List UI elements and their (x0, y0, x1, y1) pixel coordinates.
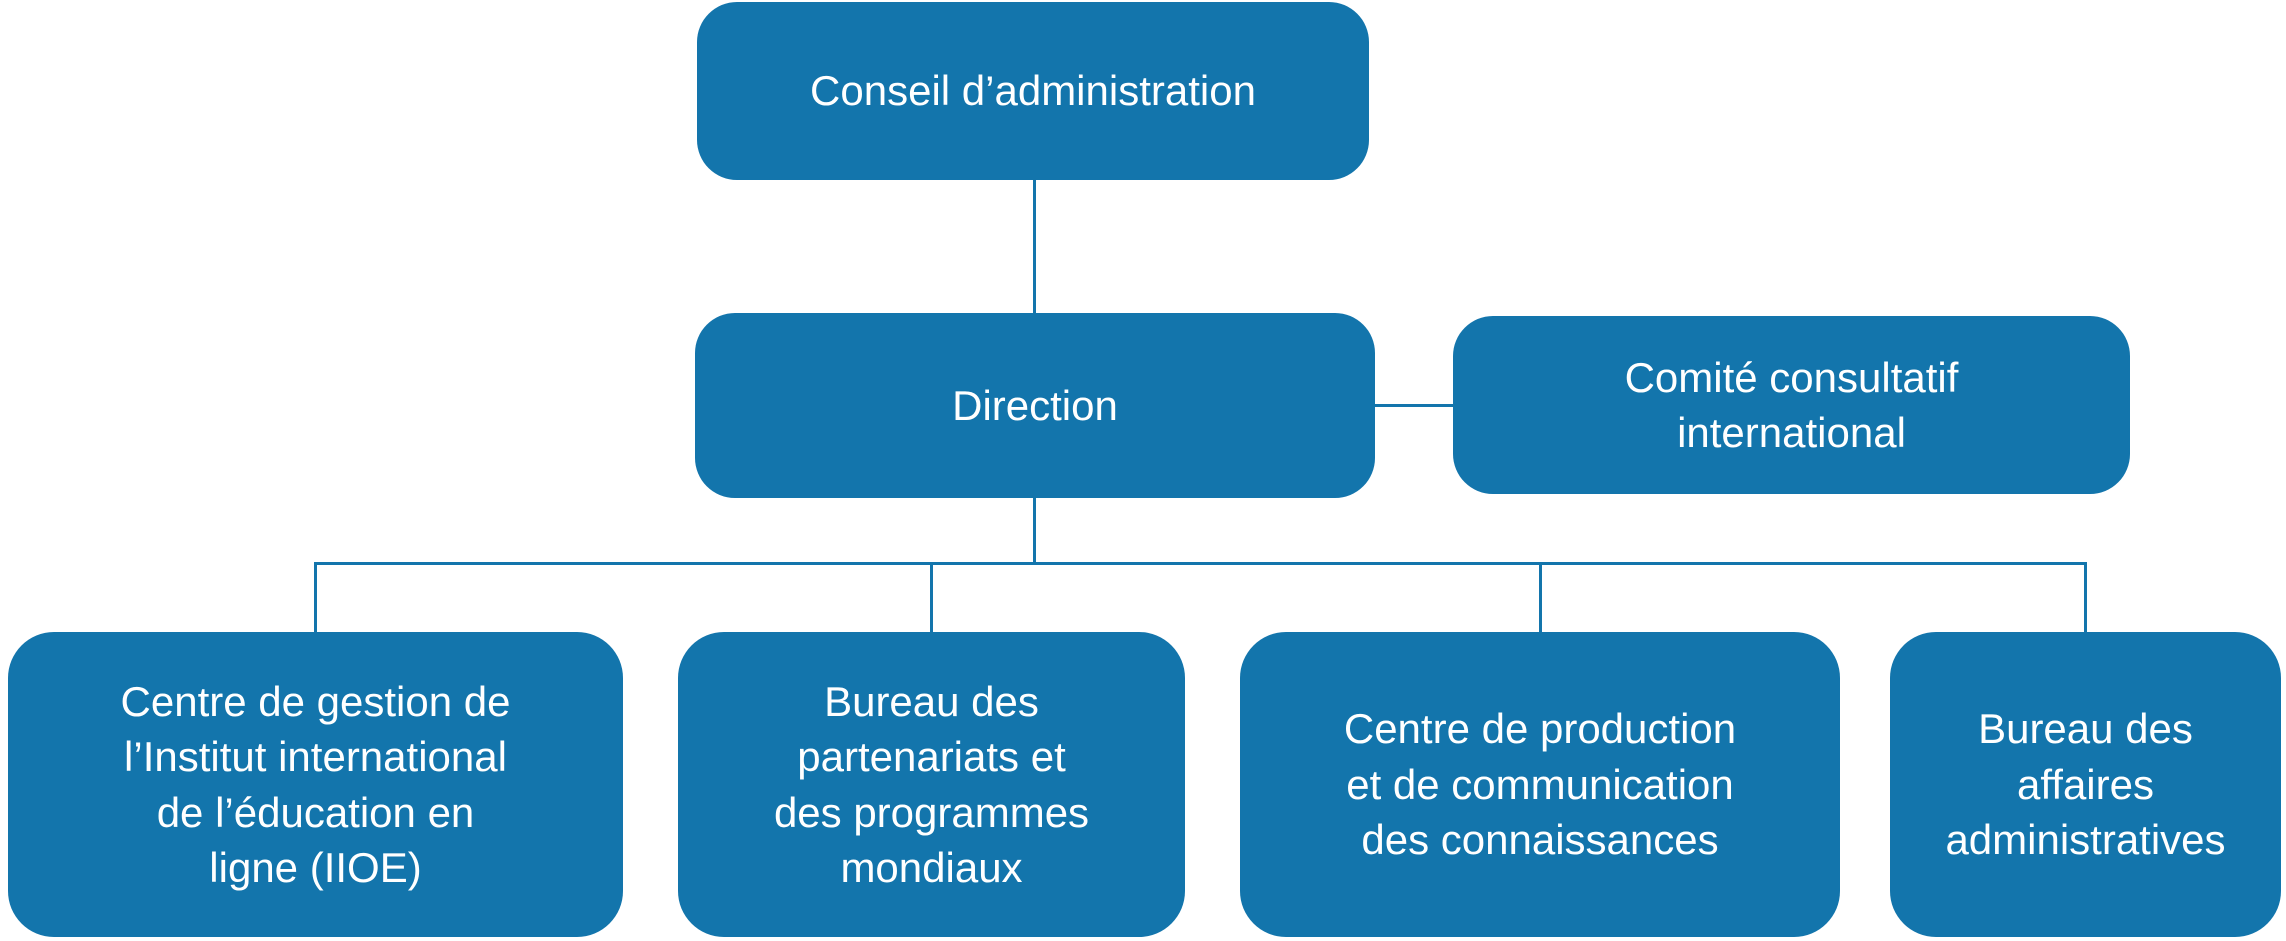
node-centre-production-label: Centre de production et de communication… (1343, 705, 1737, 864)
node-centre-gestion-iioe-label: Centre de gestion de l’Institut internat… (120, 677, 511, 891)
node-bureau-affaires-label: Bureau des affaires administratives (1945, 705, 2226, 864)
connector-branch-horizontal (314, 562, 2087, 565)
node-comite-consultatif: Comité consultatif international (1453, 316, 2130, 494)
node-bureau-partenariats-label: Bureau des partenariats et des programme… (773, 677, 1090, 891)
connector-drop-bureau-partenariats (930, 562, 933, 632)
node-conseil-administration-label: Conseil d’administration (810, 67, 1256, 115)
node-direction-label: Direction (952, 381, 1118, 429)
node-comite-consultatif-label: Comité consultatif international (1624, 353, 1959, 456)
connector-drop-centre-production (1539, 562, 1542, 632)
connector-conseil-direction (1033, 180, 1036, 313)
node-bureau-partenariats: Bureau des partenariats et des programme… (678, 632, 1185, 937)
connector-drop-centre-gestion (314, 562, 317, 632)
connector-direction-branch (1033, 498, 1036, 562)
connector-direction-comite (1375, 404, 1453, 407)
node-direction: Direction (695, 313, 1375, 498)
node-centre-gestion-iioe: Centre de gestion de l’Institut internat… (8, 632, 623, 937)
connector-drop-bureau-affaires (2084, 562, 2087, 632)
node-bureau-affaires: Bureau des affaires administratives (1890, 632, 2281, 937)
node-conseil-administration: Conseil d’administration (697, 2, 1369, 180)
node-centre-production: Centre de production et de communication… (1240, 632, 1840, 937)
